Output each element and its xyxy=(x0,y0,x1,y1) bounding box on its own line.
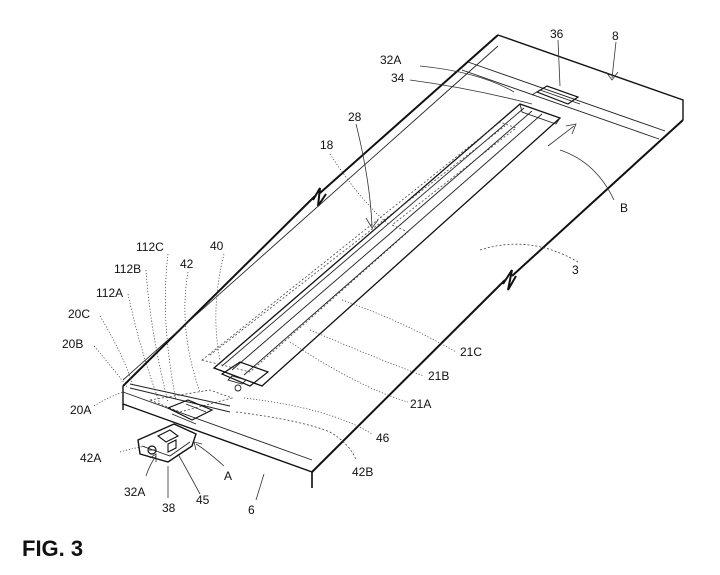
leader-36 xyxy=(558,40,560,86)
label-32A-top: 32A xyxy=(380,53,401,67)
leader-40 xyxy=(216,254,224,360)
label-3: 3 xyxy=(572,263,579,277)
leader-20A xyxy=(94,392,124,406)
figure-caption: FIG. 3 xyxy=(22,536,83,561)
label-42A: 42A xyxy=(80,451,101,465)
label-32A-bottom: 32A xyxy=(124,485,145,499)
label-28: 28 xyxy=(348,110,362,124)
label-8: 8 xyxy=(612,29,619,43)
leader-20B xyxy=(94,346,128,388)
leader-32A-top xyxy=(420,66,514,92)
leader-45 xyxy=(178,454,200,494)
connector-42-body xyxy=(168,400,212,420)
dashed-arc-42B xyxy=(236,412,356,460)
leader-42 xyxy=(185,272,200,392)
bracket-42A xyxy=(138,424,196,462)
leader-20C xyxy=(100,316,132,384)
leader-28 xyxy=(356,124,378,228)
leader-8 xyxy=(606,42,618,80)
leader-lines xyxy=(94,40,618,500)
leader-112B xyxy=(146,270,168,402)
leader-42A xyxy=(120,446,146,452)
leader-6 xyxy=(256,474,264,500)
label-42B: 42B xyxy=(352,465,373,479)
leader-21C xyxy=(342,300,456,352)
leader-46 xyxy=(244,398,372,434)
label-6: 6 xyxy=(248,503,255,517)
label-36: 36 xyxy=(550,27,564,41)
leader-21B xyxy=(310,330,424,376)
board-outline xyxy=(123,35,683,488)
label-38: 38 xyxy=(162,501,176,515)
board-far-edge xyxy=(498,35,683,120)
label-112C: 112C xyxy=(136,240,164,254)
label-46: 46 xyxy=(376,431,390,445)
label-20C: 20C xyxy=(68,307,90,321)
label-112A: 112A xyxy=(96,286,123,300)
label-40: 40 xyxy=(210,239,224,253)
board-left-edge xyxy=(123,35,498,386)
label-A: A xyxy=(224,469,232,483)
label-B: B xyxy=(620,201,628,215)
leader-32A-bottom xyxy=(146,454,156,476)
label-21A: 21A xyxy=(410,397,431,411)
arrow-B xyxy=(548,124,614,200)
board-front-edge xyxy=(123,386,312,488)
label-20B: 20B xyxy=(62,337,83,351)
label-112B: 112B xyxy=(114,262,141,276)
connector-42-detail xyxy=(172,404,206,424)
connector-42 xyxy=(130,384,232,424)
component-28-far-cap xyxy=(520,104,560,124)
label-18: 18 xyxy=(320,138,334,152)
pad-36 xyxy=(532,86,580,104)
label-45: 45 xyxy=(196,493,210,507)
leader-18 xyxy=(330,154,388,224)
label-21B: 21B xyxy=(428,369,449,383)
leader-112C xyxy=(165,254,176,400)
label-34: 34 xyxy=(391,71,405,85)
clip-40 xyxy=(222,362,268,391)
label-42: 42 xyxy=(180,257,194,271)
board-right-edge xyxy=(312,120,683,472)
board-far-line-1 xyxy=(468,62,665,131)
leader-A xyxy=(194,442,224,466)
label-21C: 21C xyxy=(460,345,482,359)
label-20A: 20A xyxy=(70,403,91,417)
